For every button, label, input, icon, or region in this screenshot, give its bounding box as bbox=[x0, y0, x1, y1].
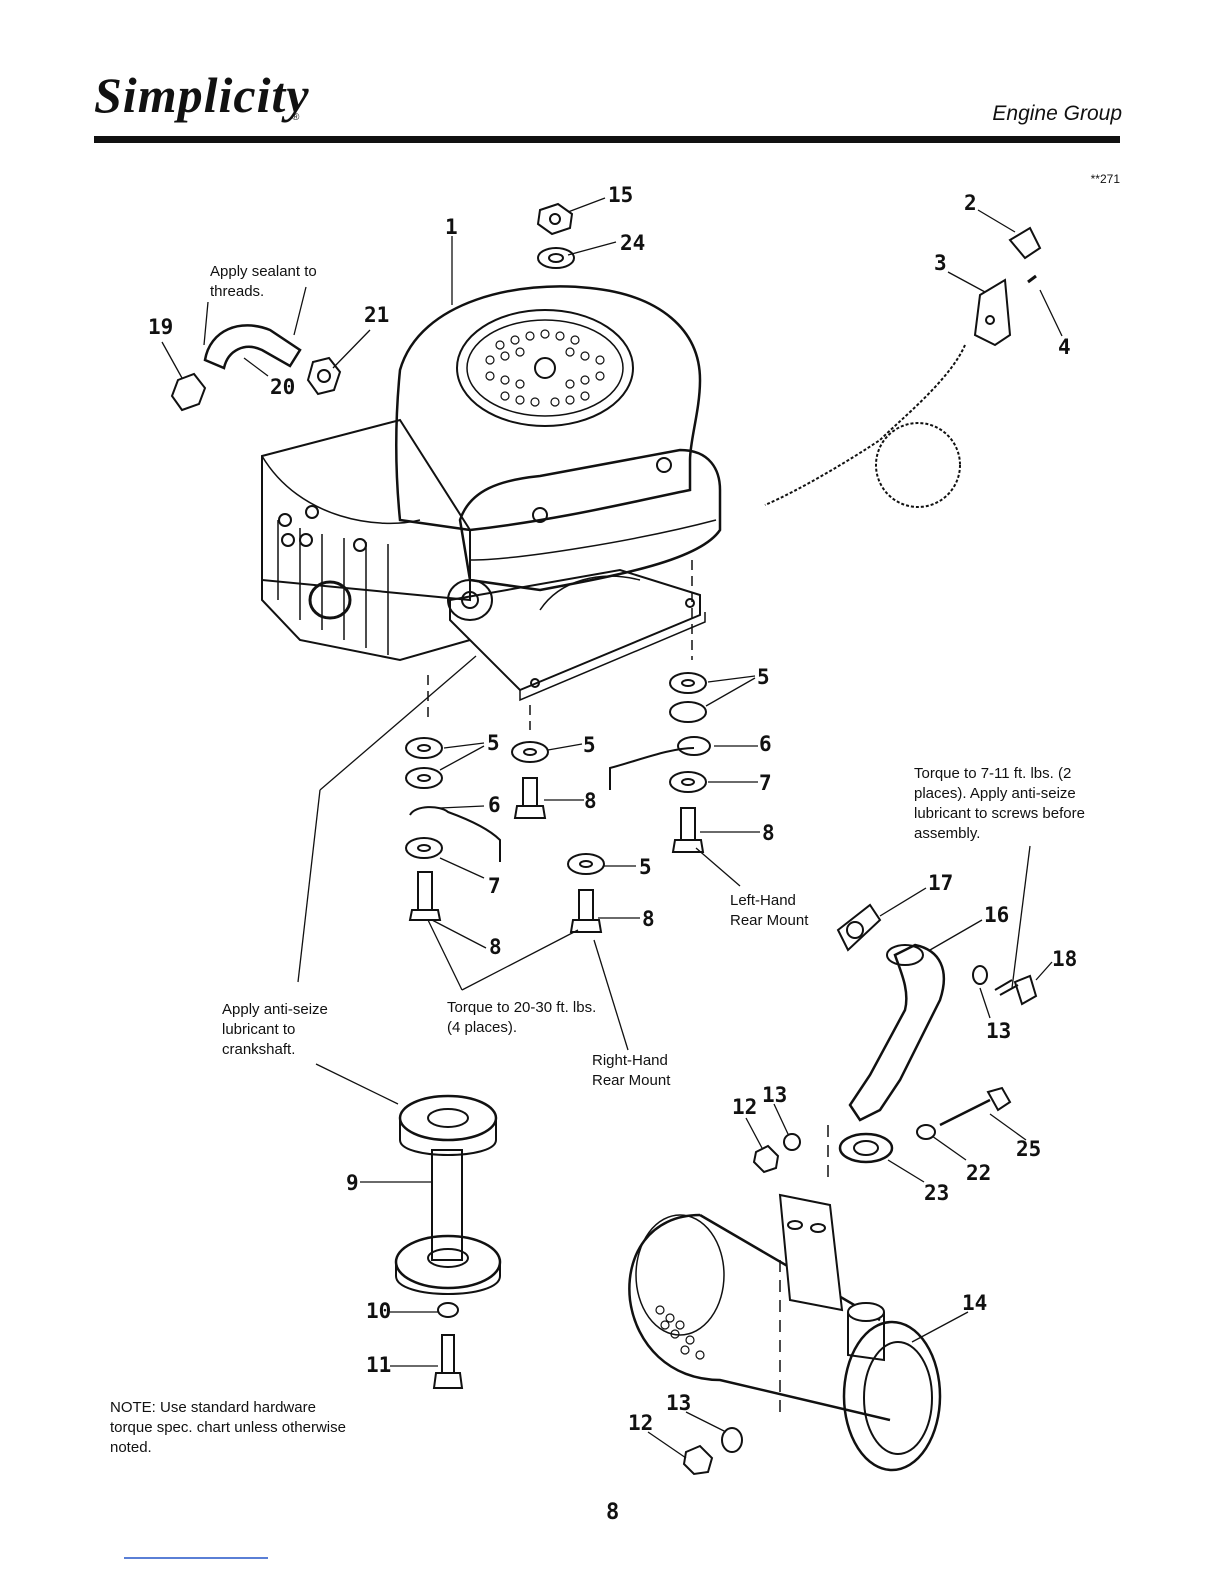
callout-5c: 5 bbox=[757, 665, 770, 689]
callout-19: 19 bbox=[148, 315, 173, 339]
footer-link-line bbox=[124, 1557, 268, 1559]
note-sealant: Apply sealant to threads. bbox=[210, 263, 317, 300]
mount-hardware bbox=[405, 560, 711, 933]
callout-12b: 12 bbox=[628, 1411, 653, 1435]
callout-16: 16 bbox=[984, 903, 1009, 927]
callout-8d: 8 bbox=[489, 935, 502, 959]
header-rule bbox=[94, 136, 1120, 143]
callout-13b: 13 bbox=[986, 1019, 1011, 1043]
callout-24: 24 bbox=[620, 231, 645, 255]
callout-9: 9 bbox=[346, 1171, 359, 1195]
page-code: **271 bbox=[1090, 172, 1120, 186]
note-right-hand-mount: Right-Hand Rear Mount bbox=[592, 1052, 671, 1089]
callout-22: 22 bbox=[966, 1161, 991, 1185]
section-title: Engine Group bbox=[992, 102, 1122, 125]
callout-3: 3 bbox=[934, 251, 947, 275]
callout-13c: 13 bbox=[666, 1391, 691, 1415]
callout-21: 21 bbox=[364, 303, 389, 327]
callout-13a: 13 bbox=[762, 1083, 787, 1107]
choke-control bbox=[764, 226, 1042, 508]
note-hardware: NOTE: Use standard hardware torque spec.… bbox=[110, 1399, 346, 1456]
callout-8c: 8 bbox=[642, 907, 655, 931]
leader-lines bbox=[161, 197, 1063, 1459]
callout-12a: 12 bbox=[732, 1095, 757, 1119]
callout-15: 15 bbox=[608, 183, 633, 207]
callout-5a: 5 bbox=[487, 731, 500, 755]
registered-mark: ® bbox=[292, 112, 300, 123]
breather-elbow bbox=[170, 324, 342, 412]
callout-20: 20 bbox=[270, 375, 295, 399]
crankshaft-pulley bbox=[394, 1094, 502, 1389]
callout-6a: 6 bbox=[488, 793, 501, 817]
callout-5b: 5 bbox=[583, 733, 596, 757]
callout-8a: 8 bbox=[584, 789, 597, 813]
page-number: 8 bbox=[606, 1500, 620, 1525]
callout-14: 14 bbox=[962, 1291, 987, 1315]
simplicity-logo: Simplicity bbox=[94, 67, 310, 123]
exhaust-system bbox=[628, 903, 1038, 1476]
engine-assembly bbox=[261, 285, 722, 702]
callout-8b: 8 bbox=[762, 821, 775, 845]
callout-23: 23 bbox=[924, 1181, 949, 1205]
callout-4: 4 bbox=[1058, 335, 1071, 359]
callout-11: 11 bbox=[366, 1353, 391, 1377]
note-left-hand-mount: Left-Hand Rear Mount bbox=[730, 892, 809, 929]
callout-1: 1 bbox=[445, 215, 458, 239]
note-torque-mount: Torque to 20-30 ft. lbs. (4 places). bbox=[447, 999, 597, 1036]
callout-17: 17 bbox=[928, 871, 953, 895]
callout-2: 2 bbox=[964, 191, 977, 215]
callout-7b: 7 bbox=[759, 771, 772, 795]
callout-25: 25 bbox=[1016, 1137, 1041, 1161]
callout-5d: 5 bbox=[639, 855, 652, 879]
note-torque-exhaust: Torque to 7-11 ft. lbs. (2 places). Appl… bbox=[914, 765, 1085, 842]
callout-6b: 6 bbox=[759, 732, 772, 756]
callout-7a: 7 bbox=[488, 874, 501, 898]
callout-18: 18 bbox=[1052, 947, 1077, 971]
callout-10: 10 bbox=[366, 1299, 391, 1323]
note-anti-seize: Apply anti-seize lubricant to crankshaft… bbox=[222, 1001, 328, 1058]
